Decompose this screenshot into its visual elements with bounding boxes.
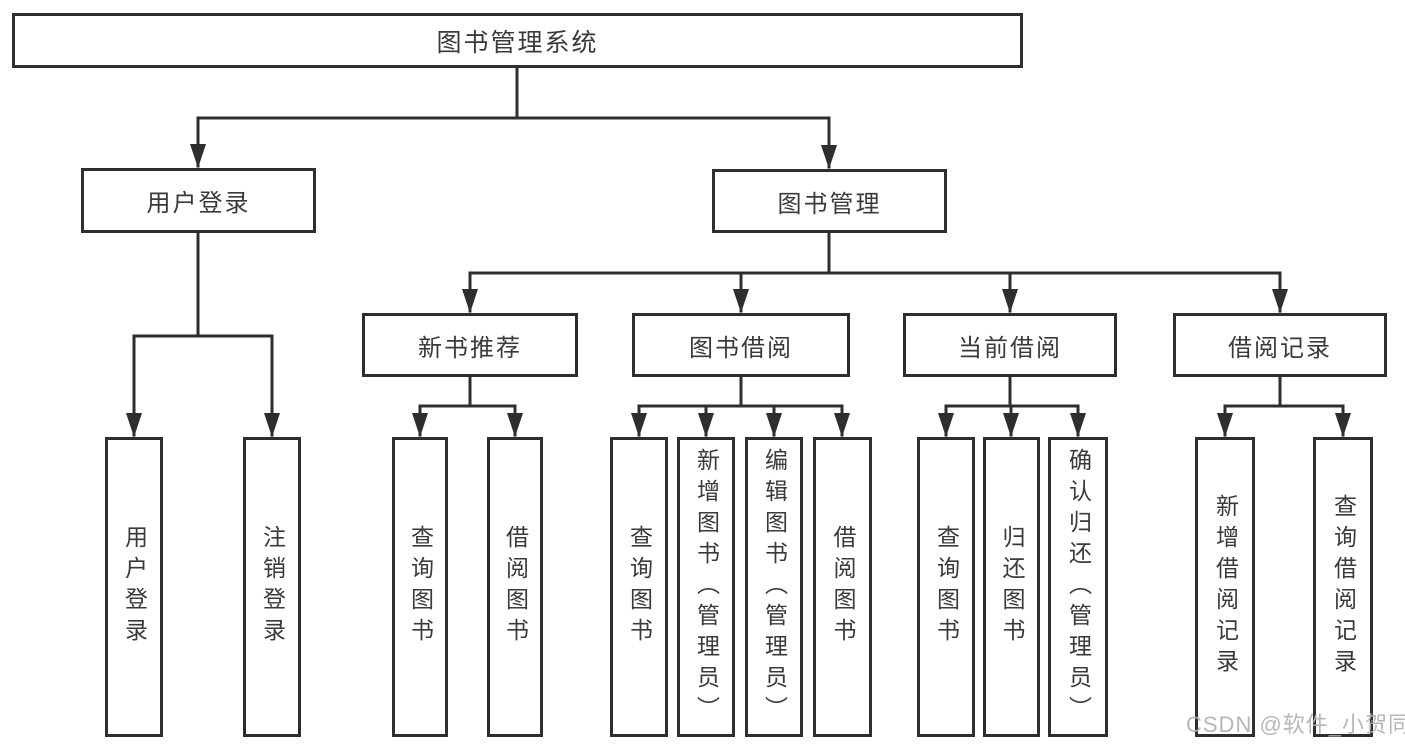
node-book-management: 图书管理 <box>712 169 947 233</box>
node-borrowing-records: 借阅记录 <box>1173 313 1387 377</box>
leaf-edit-books-admin: 编辑图书（管理员） <box>745 437 803 737</box>
leaf-query-borrow-record: 查询借阅记录 <box>1313 437 1373 737</box>
leaf-query-books-recommend: 查询图书 <box>392 437 448 737</box>
node-library-management-system: 图书管理系统 <box>12 13 1023 68</box>
leaf-add-borrow-record: 新增借阅记录 <box>1195 437 1255 737</box>
leaf-query-books-current: 查询图书 <box>917 437 975 737</box>
leaf-add-books-admin: 新增图书（管理员） <box>677 437 735 737</box>
leaf-confirm-return-admin: 确认归还（管理员） <box>1048 437 1108 737</box>
leaf-user-login: 用户登录 <box>105 437 163 737</box>
node-user-login: 用户登录 <box>81 168 316 233</box>
leaf-logout-login: 注销登录 <box>243 437 301 737</box>
leaf-return-books: 归还图书 <box>983 437 1040 737</box>
node-new-book-recommendation: 新书推荐 <box>362 313 578 377</box>
leaf-borrow-books: 借阅图书 <box>813 437 872 737</box>
csdn-watermark: CSDN @软件_小贺同学 <box>1186 712 1405 737</box>
node-book-borrowing: 图书借阅 <box>632 313 850 377</box>
leaf-borrow-books-recommend: 借阅图书 <box>487 437 543 737</box>
node-current-borrowing: 当前借阅 <box>903 313 1117 377</box>
leaf-query-books-borrow: 查询图书 <box>610 437 668 737</box>
